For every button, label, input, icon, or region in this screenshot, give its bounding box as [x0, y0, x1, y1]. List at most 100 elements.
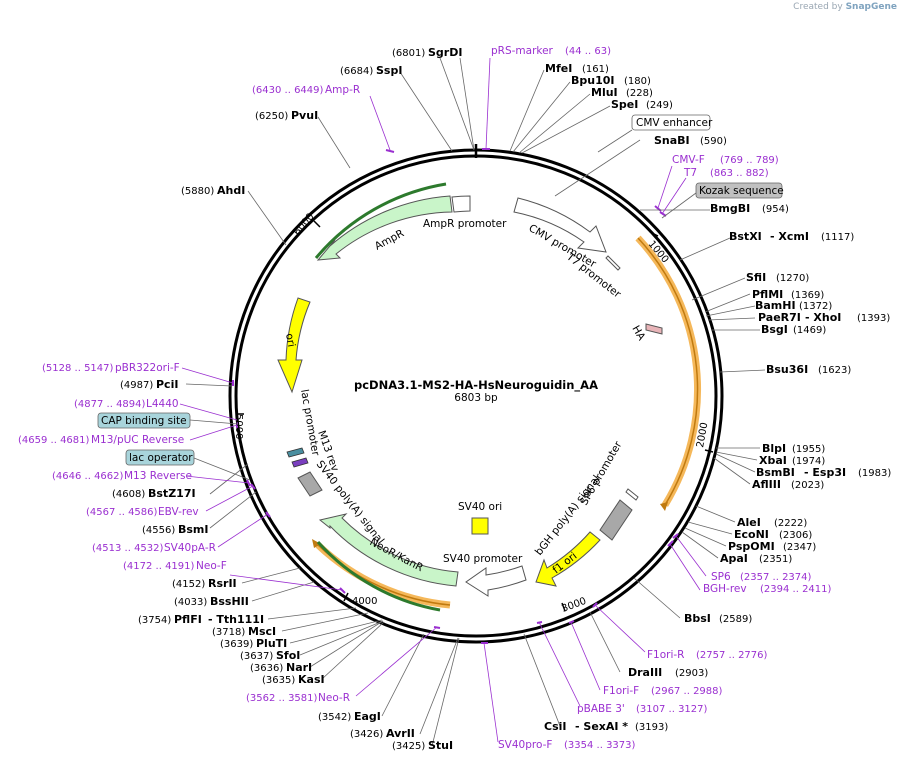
- site-sgrdi[interactable]: SgrDI: [428, 46, 462, 59]
- primer-sp6[interactable]: SP6: [711, 571, 731, 583]
- site-apai-pos: (2351): [759, 554, 792, 565]
- lac-operator-label: lac operator: [129, 452, 193, 464]
- site-msci[interactable]: MscI: [248, 625, 276, 638]
- cmv-enhancer-box[interactable]: [631, 114, 711, 131]
- site-pluti[interactable]: PluTI: [256, 637, 287, 650]
- bgh-polya-terminator[interactable]: [599, 499, 633, 541]
- primer-bgh-rev[interactable]: BGH-rev: [703, 583, 747, 595]
- site-snabi[interactable]: SnaBI: [654, 134, 690, 147]
- site-eagi[interactable]: EagI: [354, 710, 381, 723]
- site-bbsi[interactable]: BbsI: [684, 612, 711, 625]
- site-bstxi[interactable]: BstXI: [729, 230, 762, 243]
- sv40-polya-terminator[interactable]: [297, 471, 323, 497]
- cmv-enhancer-leader: [597, 129, 633, 153]
- site-bstxi-pos: (1117): [821, 232, 854, 243]
- sv40-ori-feature[interactable]: [471, 517, 489, 535]
- primer-pbr322ori-f[interactable]: pBR322ori-F: [115, 362, 180, 374]
- site-mfei[interactable]: MfeI: [545, 62, 572, 75]
- site-pflmi[interactable]: PflMI: [752, 288, 783, 301]
- site-pvui[interactable]: PvuI: [291, 109, 318, 122]
- site-apai[interactable]: ApaI: [720, 552, 748, 565]
- sp6-promoter-feature[interactable]: [625, 488, 639, 501]
- site-bsu36i[interactable]: Bsu36I: [766, 363, 808, 376]
- neor-feature[interactable]: [318, 513, 459, 587]
- restriction-sites-right: (6801) SgrDI (6684) SspI (6250) PvuI (58…: [181, 46, 891, 733]
- site-spei[interactable]: SpeI: [611, 98, 638, 111]
- primer-bgh-rev-range: (2394 .. 2411): [760, 584, 832, 595]
- site-sfii[interactable]: SfiI: [746, 271, 766, 284]
- primer-sv40pro-f[interactable]: SV40pro-F: [498, 739, 552, 751]
- site-sfoi[interactable]: SfoI: [276, 649, 300, 662]
- primer-sv40pa-r[interactable]: SV40pA-R: [164, 542, 216, 554]
- site-bsmbi[interactable]: BsmBI: [756, 466, 795, 479]
- primer-t7[interactable]: T7: [683, 167, 697, 179]
- site-alei[interactable]: AleI: [737, 516, 761, 529]
- primer-l4440[interactable]: L4440: [146, 398, 179, 410]
- ampr-orf-line: [314, 182, 447, 259]
- site-pcii[interactable]: PciI: [156, 378, 178, 391]
- site-bmgbi[interactable]: BmgBI: [710, 202, 750, 215]
- neo-orf-line: [316, 540, 441, 612]
- kozak-sequence-box[interactable]: [695, 182, 783, 199]
- m13-rev-feature[interactable]: [291, 457, 309, 468]
- site-pflfi-extra: - Tth111I: [208, 613, 264, 626]
- t7-promoter-feature[interactable]: [605, 255, 621, 271]
- site-stui[interactable]: StuI: [428, 739, 453, 752]
- cap-binding-site-box[interactable]: [97, 412, 191, 429]
- primer-m13puc-reverse[interactable]: M13/pUC Reverse: [91, 434, 184, 446]
- primer-f1ori-f[interactable]: F1ori-F: [603, 685, 639, 697]
- site-kasi[interactable]: KasI: [298, 673, 325, 686]
- site-bpu10i[interactable]: Bpu10I: [571, 74, 615, 87]
- primer-cmv-f-range: (769 .. 789): [720, 155, 779, 166]
- site-blpi[interactable]: BlpI: [762, 442, 786, 455]
- primer-ebv-rev[interactable]: EBV-rev: [158, 506, 199, 518]
- cmv-promoter-feature[interactable]: [513, 197, 607, 253]
- site-bsu36i-pos: (1623): [818, 365, 851, 376]
- site-paer7i[interactable]: PaeR7I: [758, 311, 801, 324]
- site-avrii[interactable]: AvrII: [386, 727, 415, 740]
- site-pspomi[interactable]: PspOMI: [728, 540, 775, 553]
- primer-f1ori-r[interactable]: F1ori-R: [647, 649, 684, 661]
- site-paer7i-extra: - XhoI: [805, 311, 841, 324]
- primer-neo-f[interactable]: Neo-F: [196, 560, 227, 572]
- site-mlui[interactable]: MluI: [591, 86, 618, 99]
- site-bstz17i[interactable]: BstZ17I: [148, 487, 196, 500]
- site-csii[interactable]: CsiI: [544, 720, 566, 733]
- site-bsgi[interactable]: BsgI: [761, 323, 788, 336]
- site-afliii[interactable]: AflIII: [752, 478, 781, 491]
- primer-amp-r[interactable]: Amp-R: [325, 84, 360, 96]
- site-rsrii[interactable]: RsrII: [208, 577, 237, 590]
- primer-f1ori-r-range: (2757 .. 2776): [696, 650, 768, 661]
- site-sspi[interactable]: SspI: [376, 64, 402, 77]
- site-mfei-pos: (161): [582, 64, 609, 75]
- sv40-promoter-feature[interactable]: [465, 565, 527, 597]
- site-bmgbi-pos: (954): [762, 204, 789, 215]
- site-bbsi-pos: (2589): [719, 614, 752, 625]
- ampr-feature[interactable]: [316, 195, 453, 261]
- site-econi[interactable]: EcoNI: [734, 528, 769, 541]
- primer-cmv-f[interactable]: CMV-F: [672, 154, 705, 166]
- ha-tag-feature[interactable]: [645, 323, 663, 335]
- ori-feature[interactable]: [277, 297, 311, 394]
- primer-pbabe3[interactable]: pBABE 3': [577, 703, 625, 715]
- f1-ori-feature[interactable]: [535, 531, 601, 587]
- site-bsshii[interactable]: BssHII: [210, 595, 249, 608]
- site-ahdi[interactable]: AhdI: [217, 184, 245, 197]
- site-sfii-pos: (1270): [776, 273, 809, 284]
- lac-operator-box[interactable]: [125, 449, 195, 466]
- primer-neo-r[interactable]: Neo-R: [318, 692, 350, 704]
- restriction-sites-left: (4987) PciI (4608) BstZ17I (4556) BsmI (…: [112, 378, 453, 752]
- sv40-ori-label: SV40 ori: [458, 501, 502, 513]
- primer-m13-reverse[interactable]: M13 Reverse: [124, 470, 192, 482]
- site-nari[interactable]: NarI: [286, 661, 312, 674]
- site-xbai[interactable]: XbaI: [759, 454, 787, 467]
- ampr-promoter-feature[interactable]: [451, 195, 471, 213]
- site-draiii[interactable]: DraIII: [628, 666, 662, 679]
- site-csii-extra: - SexAI *: [575, 720, 628, 733]
- primer-prs-marker[interactable]: pRS-marker: [491, 45, 554, 57]
- lac-promoter-feature[interactable]: [286, 447, 305, 458]
- site-pflfi[interactable]: PflFI: [174, 613, 202, 626]
- site-bsmi[interactable]: BsmI: [178, 523, 209, 536]
- site-bamhi[interactable]: BamHI: [755, 299, 796, 312]
- ruler-label-4000: 4000: [352, 596, 377, 607]
